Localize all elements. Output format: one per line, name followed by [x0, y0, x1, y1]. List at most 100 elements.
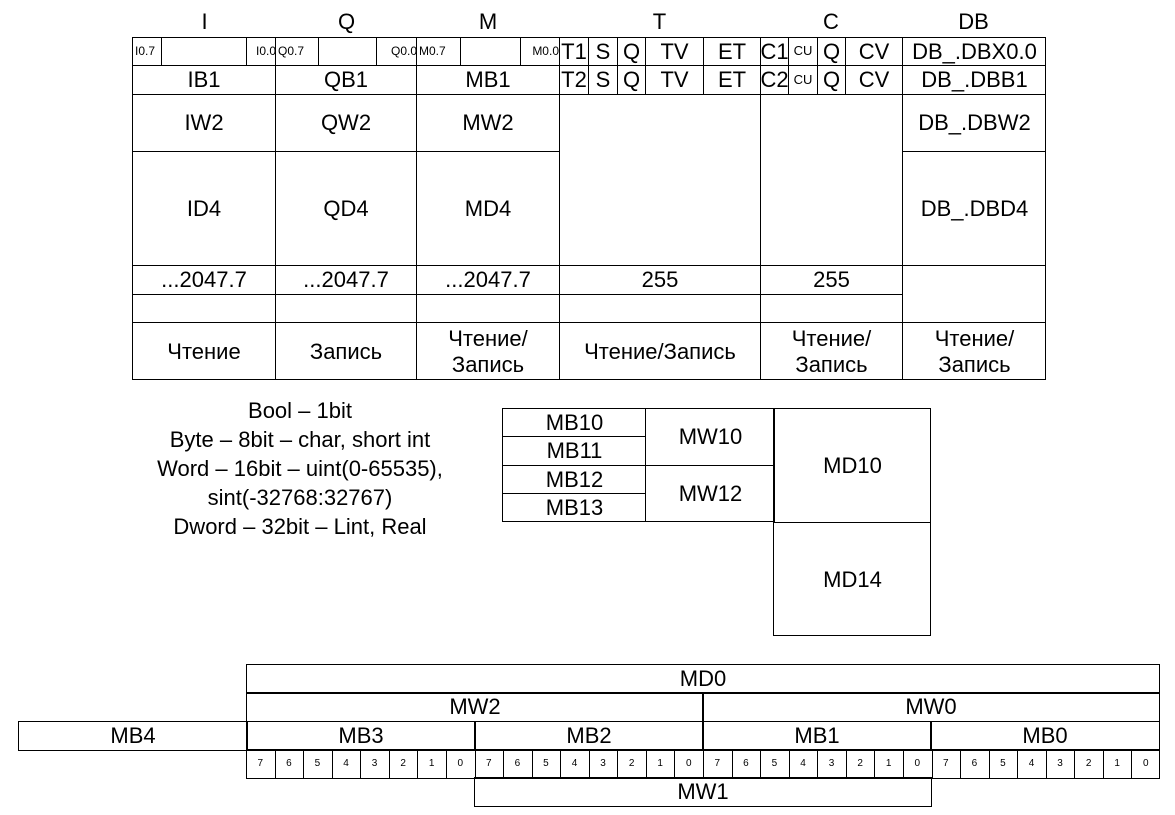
db-access-label: Чтение/ Запись — [903, 323, 1046, 380]
bit-label-m00: M0.0 — [532, 43, 559, 58]
bit-divider — [331, 749, 333, 779]
md0-label: MD0 — [679, 666, 727, 692]
c-max-label: 255 — [813, 267, 850, 293]
type-dword: Dword – 32bit – Lint, Real — [173, 514, 427, 540]
db-word-label: DB_.DBW2 — [918, 110, 1031, 136]
q-access-label: Запись — [309, 338, 383, 364]
table-frame — [132, 37, 1046, 380]
mb2-diagram-label: MB2 — [566, 723, 612, 749]
bit-divider — [1131, 749, 1133, 779]
timer-et-label: ET — [717, 38, 747, 64]
bit-cell: 6 — [743, 758, 749, 770]
timer-q-label-2: Q — [622, 67, 641, 93]
bit-cell: 0 — [914, 758, 920, 770]
counter-cv-label-2: CV — [858, 67, 890, 93]
bit-divider — [817, 749, 819, 779]
area-header-q: Q — [337, 9, 356, 35]
md14-label: MD14 — [823, 566, 882, 592]
c-access-line1: Чтение/ — [791, 326, 872, 352]
bit-divider — [674, 749, 676, 779]
timer-s-label-2: S — [595, 67, 611, 93]
mb10-label: MB10 — [545, 409, 604, 435]
bit-divider — [588, 749, 590, 779]
mb4-label: MB4 — [110, 723, 156, 749]
bit-divider — [617, 749, 619, 779]
bit-cell: 2 — [400, 758, 406, 770]
timer-tv-label: TV — [660, 38, 689, 64]
bit-cell: 5 — [314, 758, 321, 770]
bit-label-q00: Q0.0 — [390, 43, 417, 58]
bit-divider — [388, 749, 390, 779]
bit-cell: 1 — [1114, 758, 1120, 770]
c-access-line2: Запись — [795, 351, 868, 377]
db-byte-label: DB_.DBB1 — [921, 67, 1028, 93]
db-access-line1: Чтение/ — [934, 326, 1015, 352]
iw2-label: IW2 — [184, 110, 224, 136]
t-access-label: Чтение/Запись — [584, 338, 736, 364]
bit-cell: 4 — [343, 758, 349, 770]
bit-cell: 7 — [943, 758, 949, 770]
bit-divider — [274, 749, 276, 779]
bit-cell: 3 — [1057, 758, 1063, 770]
bit-cell: 3 — [828, 758, 835, 770]
m-access-line1: Чтение/ — [448, 326, 528, 352]
bit-cell: 4 — [800, 758, 806, 770]
counter-c1-label: C1 — [760, 38, 789, 64]
counter-cu-label: CU — [793, 43, 813, 59]
mw10-label: MW10 — [678, 424, 743, 450]
bit-divider — [1102, 749, 1104, 779]
bit-divider — [303, 749, 305, 779]
timer-et-label-2: ET — [717, 67, 747, 93]
bit-cell: 4 — [571, 758, 578, 770]
counter-q-label: Q — [822, 38, 841, 64]
mb0-label: MB0 — [1022, 723, 1068, 749]
bit-divider — [845, 749, 847, 779]
type-word: Word – 16bit – uint(0-65535), — [157, 456, 443, 482]
ib1-label: IB1 — [187, 67, 221, 93]
db-access-line2: Запись — [938, 351, 1011, 377]
qd4-label: QD4 — [323, 195, 369, 221]
bit-divider — [360, 749, 362, 779]
bit-label-i00: I0.0 — [255, 43, 276, 58]
timer-t1-label: T1 — [561, 38, 587, 64]
bit-divider — [474, 749, 476, 779]
q-max-label: ...2047.7 — [303, 267, 389, 293]
m-max-label: ...2047.7 — [445, 267, 531, 293]
i-max-label: ...2047.7 — [161, 267, 247, 293]
bit-divider — [788, 749, 790, 779]
counter-cu-label-2: CU — [793, 71, 813, 87]
mb13-label: MB13 — [545, 495, 604, 521]
bit-label-i07: I0.7 — [135, 43, 156, 58]
qb1-label: QB1 — [323, 67, 369, 93]
bit-cell: 4 — [1028, 758, 1035, 770]
timer-tv-label-2: TV — [660, 67, 689, 93]
timer-q-label: Q — [622, 38, 641, 64]
bit-cell: 2 — [628, 758, 635, 770]
mw2-diagram-label: MW2 — [449, 694, 501, 720]
area-header-t: T — [652, 9, 667, 35]
mw12-label: MW12 — [678, 481, 743, 507]
bit-cell: 7 — [257, 758, 264, 770]
counter-cv-label: CV — [858, 38, 890, 64]
bit-cell: 7 — [714, 758, 721, 770]
t-max-label: 255 — [641, 267, 679, 293]
bit-cell: 1 — [885, 758, 892, 770]
bit-divider — [445, 749, 447, 779]
m-access-label: Чтение/ Запись — [417, 323, 559, 380]
bit-cell: 7 — [486, 758, 492, 770]
bit-cell: 5 — [1000, 758, 1006, 770]
c-access-label: Чтение/ Запись — [761, 323, 902, 380]
i-access-label: Чтение — [167, 338, 241, 364]
mb1-label: MB1 — [465, 67, 511, 93]
bit-divider — [988, 749, 990, 779]
mw2-label: MW2 — [462, 110, 514, 136]
bit-divider — [931, 749, 933, 779]
bit-cell: 2 — [857, 758, 863, 770]
bit-divider — [1074, 749, 1076, 779]
qw2-label: QW2 — [320, 110, 372, 136]
counter-c2-label: C2 — [760, 67, 789, 93]
db-dword-label: DB_.DBD4 — [920, 195, 1029, 221]
bit-cell: 6 — [514, 758, 521, 770]
area-header-db: DB — [958, 9, 989, 35]
mb3-label: MB3 — [338, 723, 384, 749]
